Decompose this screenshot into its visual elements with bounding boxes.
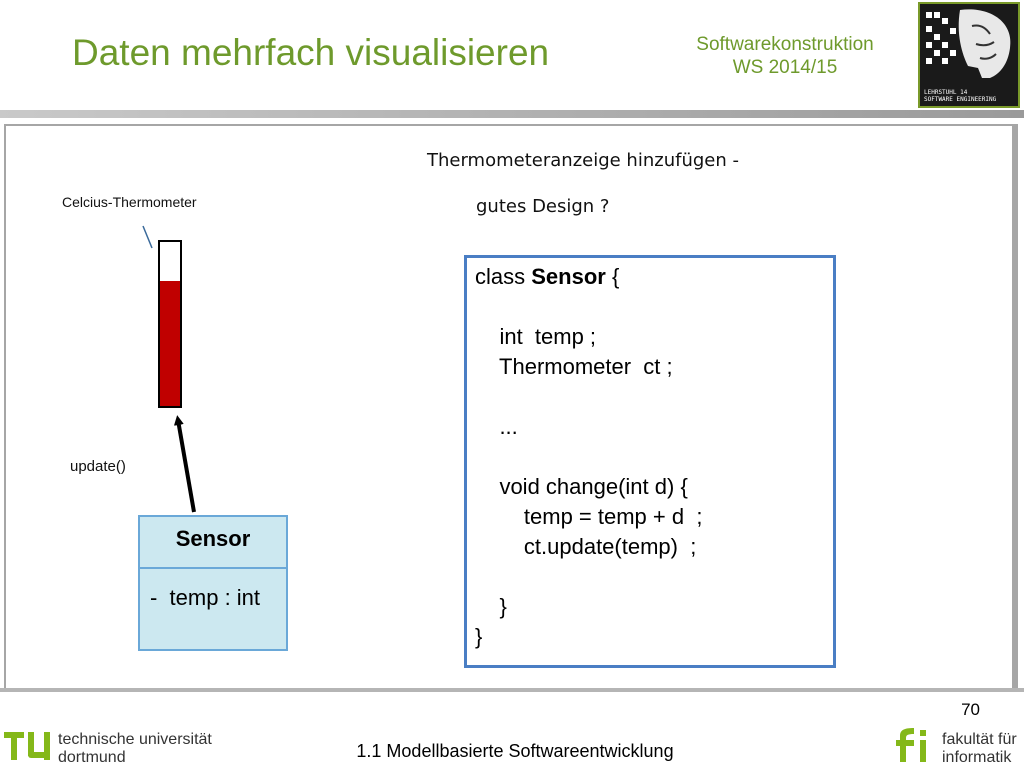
code-class-name: Sensor — [531, 264, 606, 289]
design-question-line2: gutes Design ? — [476, 196, 610, 217]
code-line: } — [475, 594, 507, 619]
thermometer — [158, 240, 182, 408]
course-semester: WS 2014/15 — [732, 57, 838, 78]
footer-divider — [0, 688, 1024, 692]
course-name: Softwarekonstruktion — [696, 34, 874, 55]
code-line: ... — [475, 414, 518, 439]
faculty-name-line1: fakultät für — [942, 731, 1017, 748]
university-name-line1: technische universität — [58, 731, 212, 748]
chair-logo: LEHRSTUHL 14 SOFTWARE ENGINEERING — [918, 2, 1020, 108]
uml-class-name: Sensor — [140, 517, 286, 569]
update-message-label: update() — [70, 458, 126, 475]
course-info: Softwarekonstruktion WS 2014/15 — [660, 33, 910, 79]
chair-logo-icon — [926, 9, 1011, 79]
code-box — [464, 255, 836, 668]
code-line: Thermometer ct ; — [475, 354, 673, 379]
tu-dortmund-logo-icon — [4, 732, 50, 760]
university-name: technische universität dortmund — [58, 731, 212, 767]
thermometer-label-pointer — [142, 225, 153, 249]
chair-logo-text: LEHRSTUHL 14 SOFTWARE ENGINEERING — [924, 89, 997, 103]
code-line: int temp ; — [475, 324, 597, 349]
code-line: ct.update(temp) ; — [475, 534, 697, 559]
code-listing: class Sensor { int temp ; Thermometer ct… — [475, 262, 702, 652]
code-line: class Sensor { — [475, 264, 620, 289]
header-divider — [0, 110, 1024, 118]
code-line — [475, 442, 702, 472]
code-line — [475, 292, 702, 322]
university-name-line2: dortmund — [58, 749, 126, 766]
slide-title: Daten mehrfach visualisieren — [72, 32, 550, 73]
faculty-logo-icon — [896, 728, 926, 762]
faculty-name: fakultät für informatik — [942, 731, 1017, 767]
design-question-line1: Thermometeranzeige hinzufügen - — [427, 150, 739, 171]
thermometer-fill — [160, 281, 180, 406]
code-line: temp = temp + d ; — [475, 504, 703, 529]
faculty-name-line2: informatik — [942, 749, 1012, 766]
uml-class-sensor: Sensor - temp : int — [138, 515, 288, 651]
uml-attribute: - temp : int — [150, 585, 261, 610]
update-arrow — [173, 415, 196, 513]
code-line — [475, 382, 702, 412]
code-line: } — [475, 624, 483, 649]
code-line — [475, 562, 702, 592]
page-number: 70 — [961, 700, 980, 719]
thermometer-label: Celcius-Thermometer — [62, 194, 197, 210]
code-line: void change(int d) { — [475, 474, 688, 499]
footer-course-title: 1.1 Modellbasierte Softwareentwicklung — [356, 741, 674, 761]
